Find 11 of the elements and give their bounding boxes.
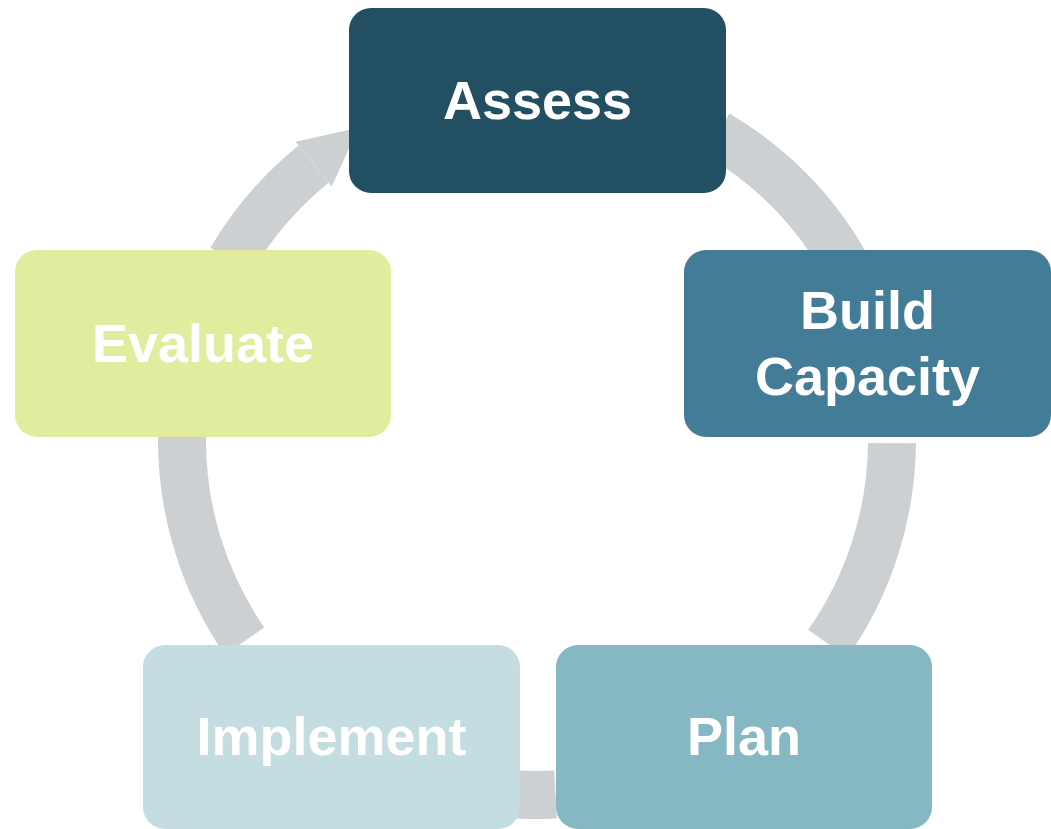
- process-box: [684, 250, 1051, 437]
- step-label: Build Capacity: [753, 278, 982, 408]
- process-box: [15, 250, 391, 437]
- process-box: [556, 645, 932, 829]
- step-label: Implement: [196, 705, 467, 769]
- step-label: Evaluate: [91, 311, 315, 375]
- process-box: [143, 645, 520, 829]
- process-box: [349, 8, 726, 193]
- step-label: Plan: [686, 705, 801, 769]
- step-label: Assess: [442, 68, 633, 132]
- cycle-connector: [517, 770, 557, 819]
